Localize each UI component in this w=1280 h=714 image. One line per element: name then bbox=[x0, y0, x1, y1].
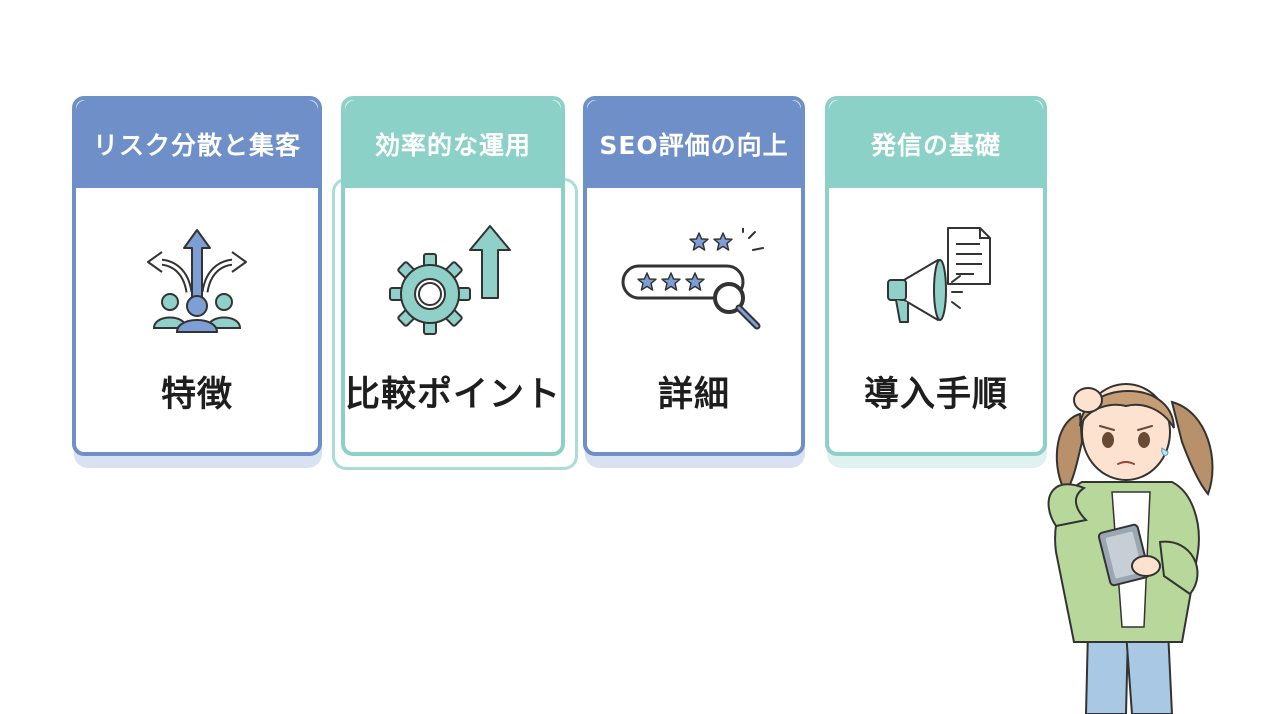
card-body: 特徴 bbox=[76, 188, 318, 456]
card-setup-steps: 発信の基礎 導入手順 bbox=[825, 96, 1047, 456]
card-title: 特徴 bbox=[160, 375, 233, 415]
card-title: 比較ポイント bbox=[345, 375, 562, 415]
megaphone-document-icon bbox=[887, 227, 991, 323]
card-header-label: リスク分散と集客 bbox=[92, 131, 301, 160]
card-body: 導入手順 bbox=[829, 188, 1043, 456]
card-header-label: SEO評価の向上 bbox=[599, 131, 789, 160]
card-details: SEO評価の向上 詳細 bbox=[583, 96, 805, 456]
card-title: 導入手順 bbox=[863, 375, 1008, 415]
card-header: 効率的な運用 bbox=[345, 100, 561, 188]
confused-girl-with-tablet-illustration bbox=[1047, 383, 1214, 714]
card-title: 詳細 bbox=[657, 375, 730, 415]
card-comparison: 効率的な運用 比較ポイント bbox=[341, 96, 565, 456]
diverging-arrows-people-icon bbox=[147, 229, 247, 333]
card-features: リスク分散と集客 特徴 bbox=[72, 96, 322, 456]
card-header: リスク分散と集客 bbox=[76, 100, 318, 188]
card-header: SEO評価の向上 bbox=[587, 100, 801, 188]
card-body: 比較ポイント bbox=[345, 188, 561, 456]
card-body: 詳細 bbox=[587, 188, 801, 456]
gear-up-arrow-icon bbox=[389, 225, 511, 335]
star-rating-search-icon bbox=[621, 228, 764, 330]
card-header: 発信の基礎 bbox=[829, 100, 1043, 188]
card-header-label: 発信の基礎 bbox=[870, 131, 1001, 160]
card-header-label: 効率的な運用 bbox=[374, 131, 531, 160]
